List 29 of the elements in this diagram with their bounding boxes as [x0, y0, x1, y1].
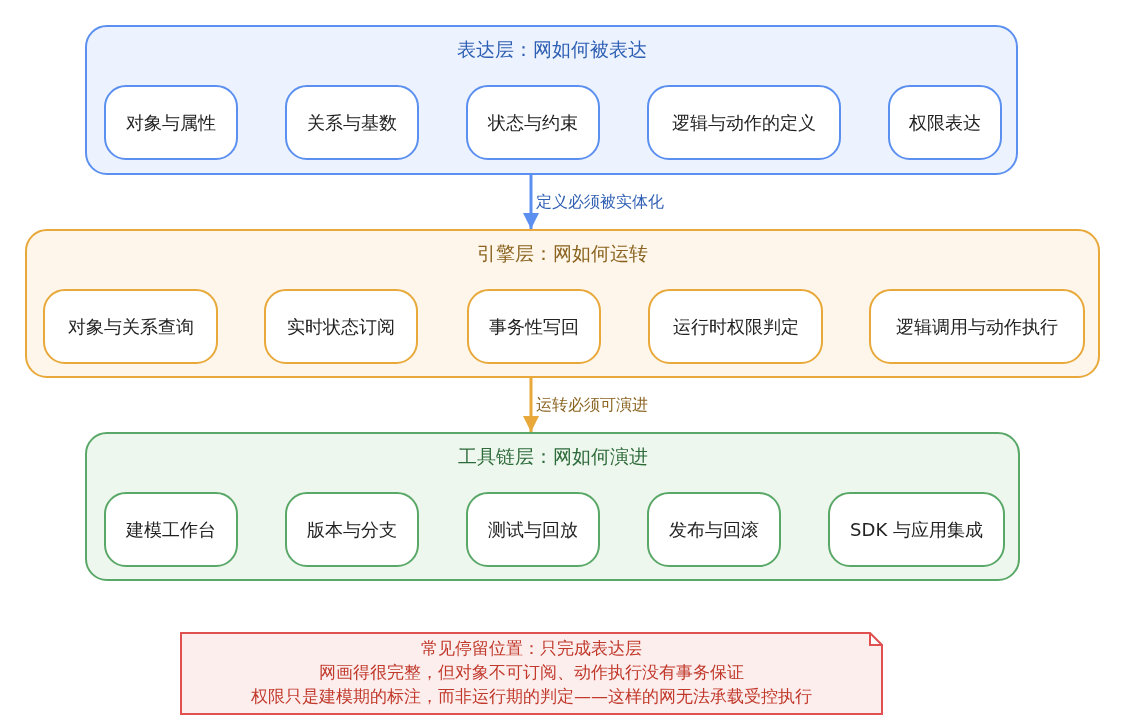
- item-box: 建模工作台: [104, 492, 238, 567]
- item-box: 版本与分支: [285, 492, 419, 567]
- item-box: 测试与回放: [466, 492, 600, 567]
- arrow: [523, 175, 539, 229]
- note-text: 网画得很完整，但对象不可订阅、动作执行没有事务保证: [318, 661, 745, 684]
- note-box: [180, 632, 883, 715]
- item-box: SDK 与应用集成: [828, 492, 1005, 567]
- item-box: 逻辑调用与动作执行: [869, 289, 1085, 364]
- layer-title: 表达层：网如何被表达: [455, 37, 648, 62]
- item-box: 对象与属性: [104, 85, 238, 160]
- arrow: [523, 378, 539, 432]
- layer-title: 引擎层：网如何运转: [476, 241, 649, 266]
- layer-panel: [85, 25, 1018, 175]
- note-text: 权限只是建模期的标注，而非运行期的判定——这样的网无法承载受控执行: [250, 685, 813, 708]
- item-box: 逻辑与动作的定义: [647, 85, 841, 160]
- edge-label: 运转必须可演进: [535, 395, 649, 415]
- layer-panel: [25, 229, 1100, 378]
- item-box: 关系与基数: [285, 85, 419, 160]
- item-box: 运行时权限判定: [648, 289, 823, 364]
- note-text: 常见停留位置：只完成表达层: [420, 637, 643, 660]
- item-box: 事务性写回: [467, 289, 601, 364]
- layer-title: 工具链层：网如何演进: [456, 444, 649, 469]
- item-box: 状态与约束: [466, 85, 600, 160]
- item-box: 对象与关系查询: [43, 289, 218, 364]
- edge-label: 定义必须被实体化: [535, 192, 665, 212]
- layer-panel: [85, 432, 1020, 581]
- item-box: 发布与回滚: [647, 492, 781, 567]
- item-box: 实时状态订阅: [264, 289, 418, 364]
- item-box: 权限表达: [888, 85, 1002, 160]
